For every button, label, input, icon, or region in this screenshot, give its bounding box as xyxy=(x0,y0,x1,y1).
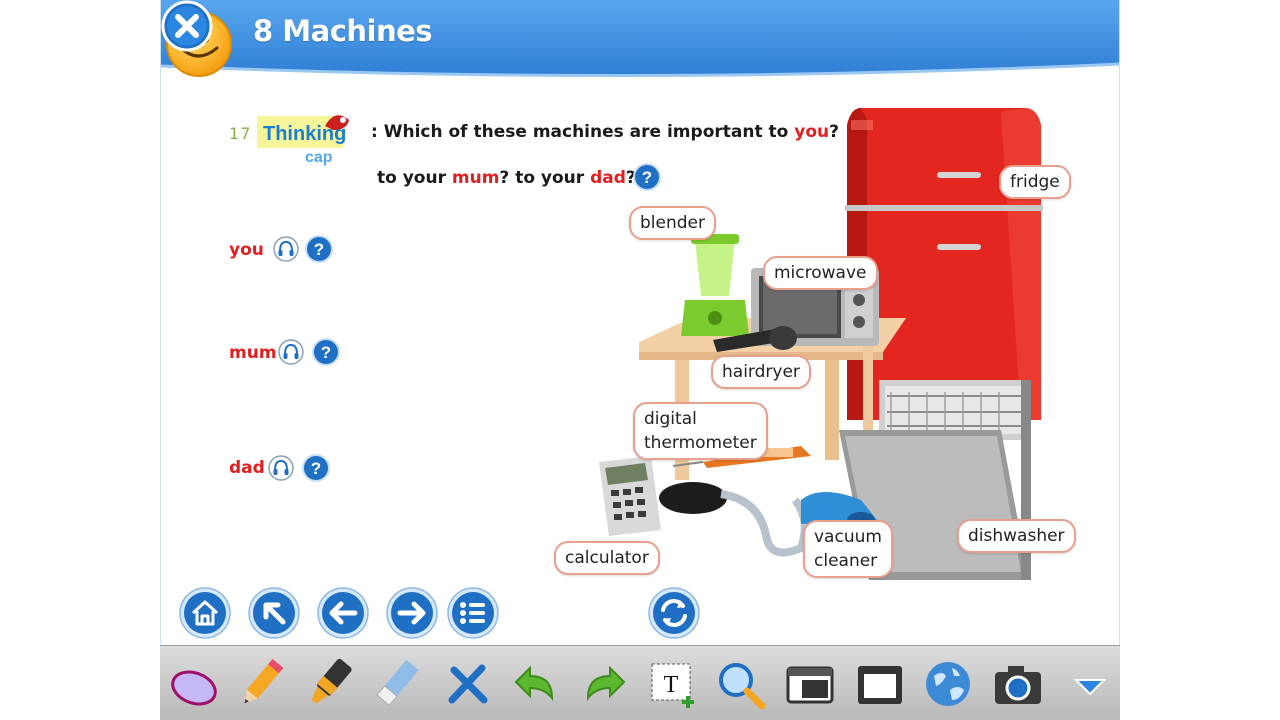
question-mark-1: ? xyxy=(829,122,839,142)
vacuum-image xyxy=(659,482,877,557)
label-vacuum-line1: vacuum xyxy=(814,527,882,547)
oval-tool-icon xyxy=(171,670,217,706)
blank-screen-button[interactable] xyxy=(852,654,908,714)
header-bar: 8 Machines xyxy=(161,0,1119,78)
question-text-3: ? to your xyxy=(499,168,591,188)
label-thermometer-line2: thermometer xyxy=(644,433,757,453)
globe-button[interactable] xyxy=(920,654,976,714)
label-vacuum-line2: cleaner xyxy=(814,551,878,571)
hairdryer-image xyxy=(713,326,797,352)
arrow-left-icon xyxy=(329,601,358,625)
header-background xyxy=(161,0,1119,78)
pencil-icon xyxy=(244,658,284,704)
redo-button[interactable] xyxy=(576,654,632,714)
help-icon: ? xyxy=(642,168,652,187)
label-calculator[interactable]: calculator xyxy=(554,541,660,575)
window-icon xyxy=(786,666,834,704)
answer-label-mum: mum xyxy=(229,343,277,363)
question-line-2: to your mum? to your dad? xyxy=(377,168,636,188)
page-title: 8 Machines xyxy=(253,14,433,48)
chevron-down-icon xyxy=(1073,679,1107,696)
help-icon: ? xyxy=(321,343,331,362)
marker-icon xyxy=(311,658,352,704)
camera-icon xyxy=(995,666,1041,704)
window-button[interactable] xyxy=(782,654,838,714)
arrow-up-left-icon xyxy=(263,602,286,625)
question-number: 17 xyxy=(229,124,253,143)
right-margin xyxy=(1120,0,1280,720)
thinking-cap-logo: Thinking cap xyxy=(257,115,349,166)
label-digital-thermometer[interactable]: digital thermometer xyxy=(633,402,768,460)
calculator-image xyxy=(599,456,661,536)
headphones-icon xyxy=(284,343,298,355)
label-thermometer-line1: digital xyxy=(644,409,697,429)
thinking-cap-subtext: cap xyxy=(305,149,333,166)
question-mark-2: ? xyxy=(625,168,636,188)
previous-button[interactable] xyxy=(316,586,370,640)
question-text-2: to your xyxy=(377,168,452,188)
lesson-window: 8 Machines 17 Thinking cap : Which of th… xyxy=(160,0,1120,645)
redo-icon xyxy=(586,665,626,701)
expand-toolbar-button[interactable] xyxy=(1062,654,1118,714)
blank-screen-icon xyxy=(858,666,902,704)
globe-icon xyxy=(926,662,970,706)
menu-button[interactable] xyxy=(446,586,500,640)
blender-image xyxy=(681,234,749,336)
clear-icon xyxy=(448,664,488,704)
eraser-button[interactable] xyxy=(370,654,426,714)
home-button[interactable] xyxy=(178,586,232,640)
close-button[interactable] xyxy=(161,0,213,52)
camera-button[interactable] xyxy=(990,654,1046,714)
headphones-icon xyxy=(274,459,288,471)
label-vacuum-cleaner[interactable]: vacuum cleaner xyxy=(803,520,893,578)
question-text-1: : Which of these machines are important … xyxy=(371,122,795,142)
back-to-top-button[interactable] xyxy=(247,586,301,640)
zoom-icon xyxy=(719,663,766,710)
eraser-icon xyxy=(376,659,419,707)
label-blender[interactable]: blender xyxy=(629,206,716,240)
undo-icon xyxy=(514,665,554,701)
close-icon xyxy=(175,14,199,38)
question-word-dad: dad xyxy=(590,168,626,188)
marker-button[interactable] xyxy=(302,654,358,714)
help-button-you[interactable]: ? xyxy=(305,235,333,263)
text-tool-button[interactable]: T xyxy=(644,654,700,714)
next-button[interactable] xyxy=(385,586,439,640)
question-line-1: : Which of these machines are important … xyxy=(371,122,839,142)
help-icon: ? xyxy=(311,459,321,478)
clear-button[interactable] xyxy=(440,654,496,714)
left-margin xyxy=(0,0,160,720)
pencil-button[interactable] xyxy=(234,654,290,714)
headphones-icon xyxy=(279,240,293,252)
refresh-button[interactable] xyxy=(647,586,701,640)
question-help-button[interactable]: ? xyxy=(633,163,661,191)
zoom-button[interactable] xyxy=(712,654,768,714)
list-icon xyxy=(460,602,485,624)
text-tool-icon: T xyxy=(664,672,679,698)
label-fridge[interactable]: fridge xyxy=(999,165,1071,199)
label-dishwasher[interactable]: dishwasher xyxy=(957,519,1076,553)
question-word-you: you xyxy=(794,122,830,142)
help-button-dad[interactable]: ? xyxy=(302,454,330,482)
audio-button-you[interactable] xyxy=(273,236,299,262)
answer-label-you: you xyxy=(229,240,264,260)
help-button-mum[interactable]: ? xyxy=(312,338,340,366)
label-hairdryer[interactable]: hairdryer xyxy=(711,355,811,389)
oval-tool-button[interactable] xyxy=(164,654,220,714)
audio-button-mum[interactable] xyxy=(278,339,304,365)
help-icon: ? xyxy=(314,240,324,259)
thinking-cap-text: Thinking xyxy=(263,123,346,145)
question-word-mum: mum xyxy=(451,168,500,188)
answer-label-dad: dad xyxy=(229,458,265,478)
home-icon xyxy=(191,600,219,626)
audio-button-dad[interactable] xyxy=(268,455,294,481)
label-microwave[interactable]: microwave xyxy=(763,256,878,290)
undo-button[interactable] xyxy=(508,654,564,714)
annotation-toolbar: T xyxy=(160,645,1120,720)
arrow-right-icon xyxy=(397,601,426,625)
